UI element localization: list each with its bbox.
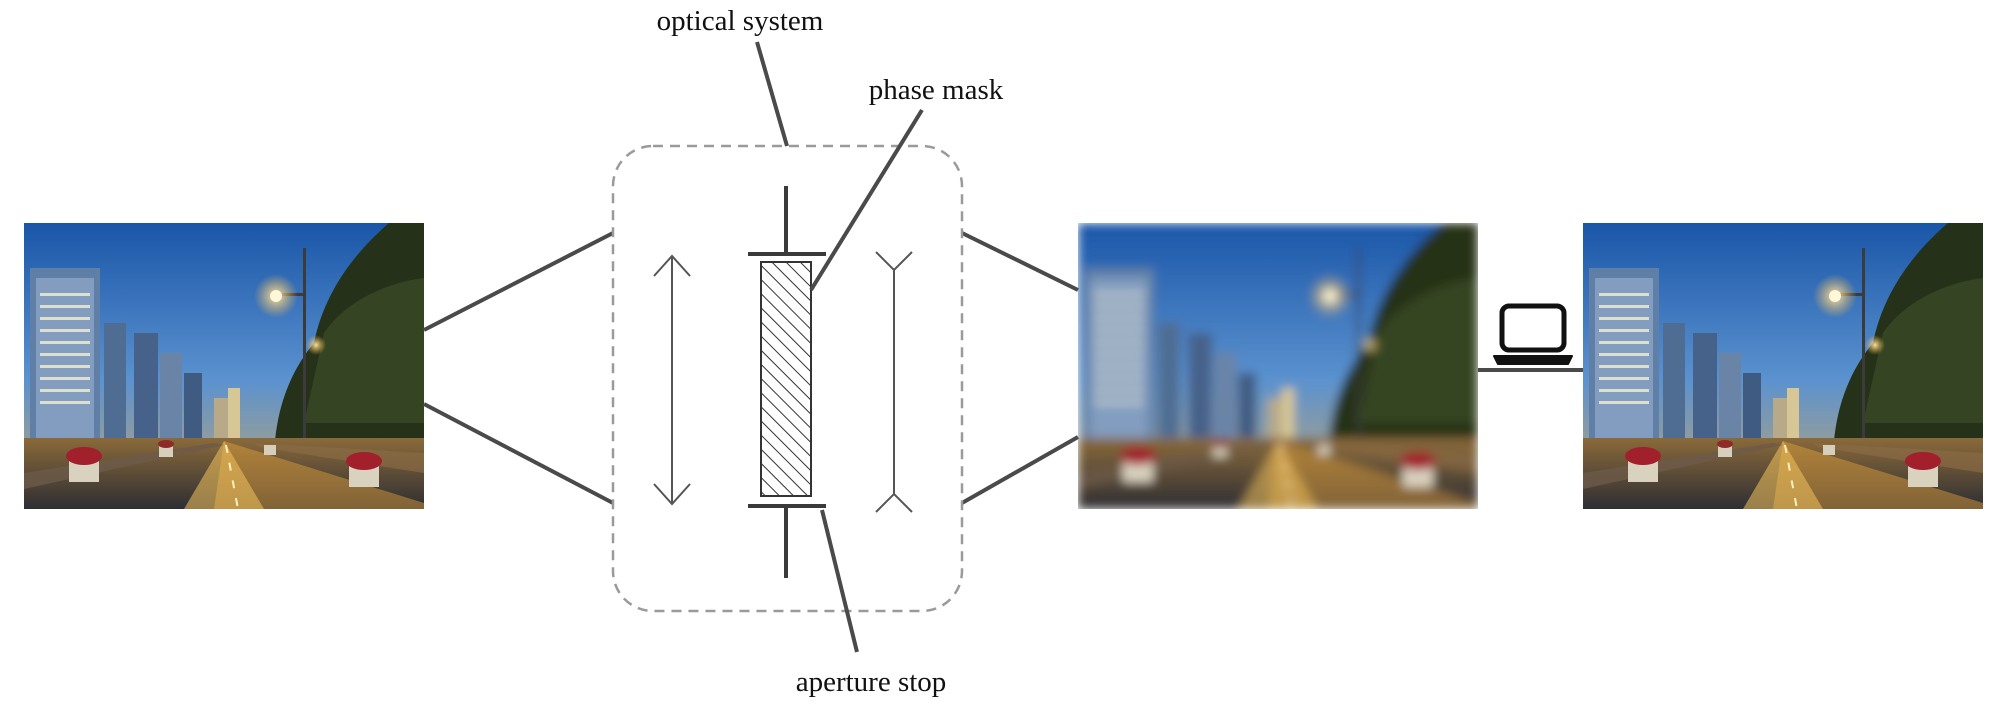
aperture-stop-leader bbox=[822, 510, 857, 652]
input-ray-upper bbox=[424, 233, 613, 330]
blurred-captured-image bbox=[1078, 223, 1478, 509]
phase-mask-label: phase mask bbox=[869, 74, 1004, 106]
hatched-phase-mask-icon bbox=[761, 262, 811, 496]
restored-image bbox=[1583, 223, 1983, 509]
input-ray-lower bbox=[424, 404, 613, 503]
aperture-stop-label: aperture stop bbox=[796, 666, 947, 698]
output-ray-lower bbox=[962, 437, 1078, 503]
original-image bbox=[24, 223, 424, 509]
optical-system-leader bbox=[757, 42, 787, 146]
laptop-icon bbox=[1494, 306, 1572, 364]
optical-system-label: optical system bbox=[657, 5, 824, 37]
diverging-lens-icon bbox=[876, 252, 912, 512]
phase-mask-leader bbox=[811, 110, 922, 290]
converging-lens-icon bbox=[654, 256, 690, 504]
output-ray-upper bbox=[962, 233, 1078, 290]
